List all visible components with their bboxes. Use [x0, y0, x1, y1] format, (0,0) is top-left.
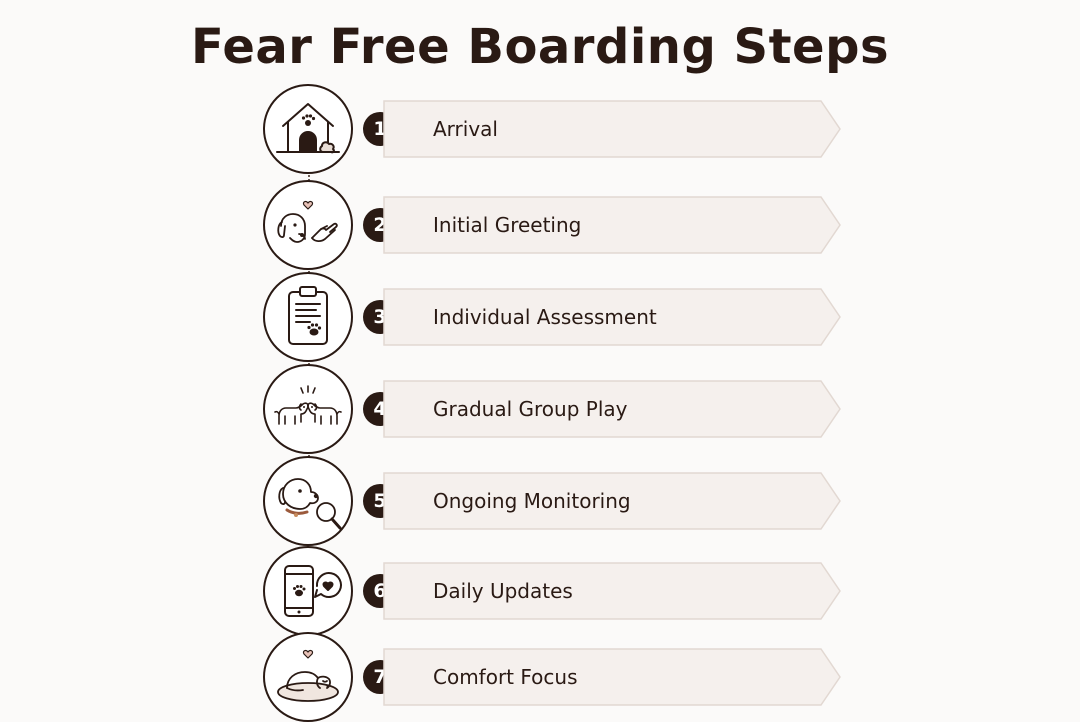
step-label: Individual Assessment — [433, 305, 657, 329]
step-7: 7 Comfort Focus — [0, 632, 1080, 722]
step-label-box: Comfort Focus — [383, 648, 841, 706]
two-dogs-playing-icon — [263, 364, 353, 454]
dog-house-icon — [263, 84, 353, 174]
clipboard-paw-icon — [263, 272, 353, 362]
step-label: Ongoing Monitoring — [433, 489, 631, 513]
step-4: 4 Gradual Group Play — [0, 364, 1080, 454]
step-label-box: Gradual Group Play — [383, 380, 841, 438]
step-label-box: Daily Updates — [383, 562, 841, 620]
sleeping-dog-bed-icon — [263, 632, 353, 722]
step-label-box: Individual Assessment — [383, 288, 841, 346]
step-1: 1 Arrival — [0, 84, 1080, 174]
step-label: Initial Greeting — [433, 213, 582, 237]
step-label: Comfort Focus — [433, 665, 578, 689]
step-label-box: Arrival — [383, 100, 841, 158]
step-label: Gradual Group Play — [433, 397, 628, 421]
step-label: Daily Updates — [433, 579, 573, 603]
step-label-box: Ongoing Monitoring — [383, 472, 841, 530]
dog-magnifier-icon — [263, 456, 353, 546]
dog-hand-greeting-icon — [263, 180, 353, 270]
step-label: Arrival — [433, 117, 498, 141]
step-5: 5 Ongoing Monitoring — [0, 456, 1080, 546]
phone-message-icon — [263, 546, 353, 636]
step-2: 2 Initial Greeting — [0, 180, 1080, 270]
page-title: Fear Free Boarding Steps — [190, 19, 890, 75]
step-3: 3 Individual Assessment — [0, 272, 1080, 362]
step-6: 6 Daily Updates — [0, 546, 1080, 636]
step-label-box: Initial Greeting — [383, 196, 841, 254]
